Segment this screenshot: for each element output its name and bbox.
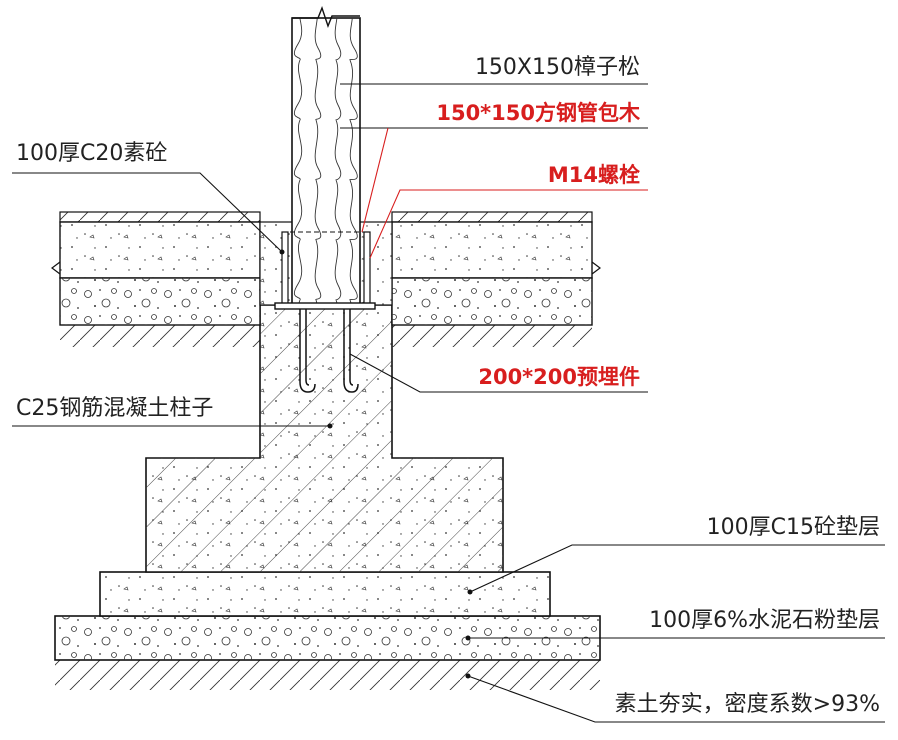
embedded-plate: [274, 302, 376, 310]
label-bolt: M14螺栓: [548, 163, 640, 187]
label-plain-concrete: 100厚C20素砼: [16, 141, 167, 166]
rc-column-and-footing: [145, 304, 504, 573]
label-timber-post: 150X150樟子松: [475, 55, 640, 80]
label-compacted-soil: 素土夯实，密度系数>93%: [615, 692, 880, 717]
label-stone-cushion: 100厚6%水泥石粉垫层: [649, 608, 880, 633]
label-steel-tube: 150*150方钢管包木: [436, 101, 641, 125]
compacted-soil-hatch: [55, 325, 600, 690]
leader-lines: [12, 83, 885, 723]
right-floor-slab: [391, 211, 601, 326]
left-floor-slab: [51, 211, 261, 326]
timber-post: [291, 5, 361, 305]
c15-concrete-cushion: [99, 571, 551, 617]
label-embedded-plate: 200*200预埋件: [478, 365, 640, 389]
leader-dots: [279, 249, 473, 679]
label-rc-column: C25钢筋混凝土柱子: [16, 396, 213, 421]
label-c15-cushion: 100厚C15砼垫层: [707, 515, 880, 540]
anchor-bolts: [299, 309, 359, 393]
